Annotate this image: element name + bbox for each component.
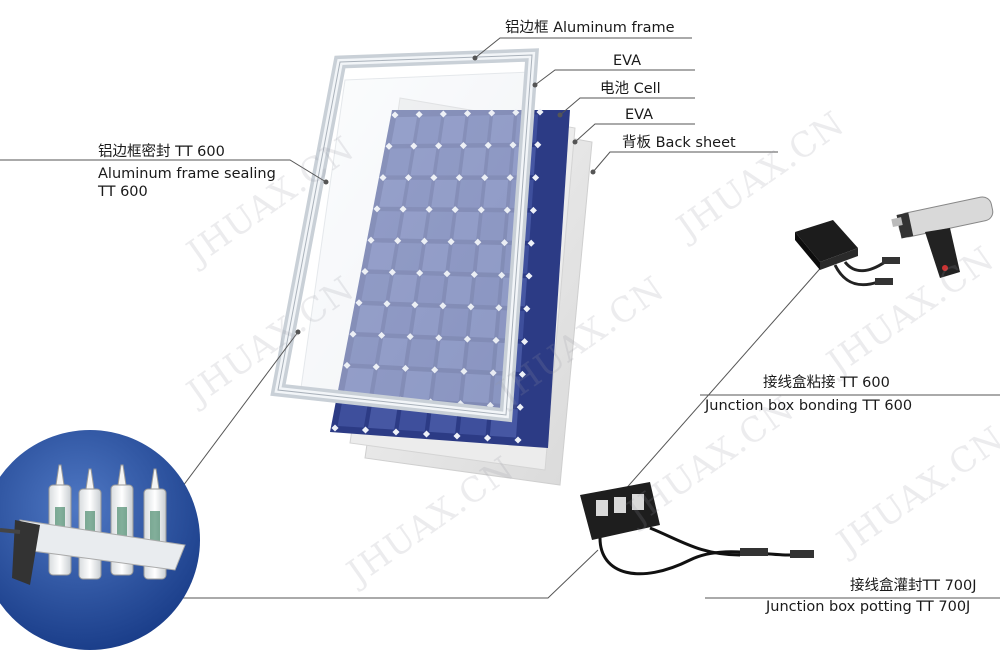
sealant-tube-nozzle: [150, 468, 160, 490]
sealant-tube-label: [150, 511, 160, 551]
label-aluminum-frame: 铝边框 Aluminum frame: [505, 20, 675, 36]
label-jbox-bonding-en: Junction box bonding TT 600: [705, 398, 913, 414]
cell-corner: [392, 428, 400, 436]
cell-corner: [514, 436, 522, 444]
label-jbox-bonding-cn: 接线盒粘接 TT 600: [763, 375, 890, 391]
cell-corner: [453, 432, 461, 440]
solar-cell: [337, 399, 369, 428]
cell-corner: [521, 338, 529, 346]
cell-corner: [331, 424, 339, 432]
junction-box-icon: [795, 220, 900, 287]
label-jbox-potting-cn: 接线盒灌封TT 700J: [850, 578, 977, 594]
label-frame-sealing-product: TT 600: [98, 184, 148, 200]
label-eva-bottom: EVA: [625, 107, 654, 123]
label-jbox-potting-en: Junction box potting TT 700J: [766, 599, 971, 615]
label-back-sheet: 背板 Back sheet: [622, 135, 736, 151]
label-frame-sealing-cn: 铝边框密封 TT 600: [98, 144, 225, 160]
cell-corner: [532, 174, 540, 182]
label-frame-sealing-en: Aluminum frame sealing: [98, 166, 276, 182]
cell-corner: [422, 430, 431, 438]
sealant-tube-nozzle: [117, 464, 127, 486]
sealant-tube-nozzle: [55, 464, 65, 486]
cell-corner: [525, 272, 533, 280]
cell-corner: [518, 370, 526, 378]
cell-corner: [527, 239, 535, 247]
cell-corner: [529, 206, 537, 214]
cell-corner: [516, 403, 524, 411]
label-eva-top: EVA: [613, 53, 642, 69]
aluminum-frame: [270, 48, 540, 423]
sealant-tube-nozzle: [85, 468, 95, 490]
leader-lines: [0, 37, 1000, 599]
caulking-gun-icon: [891, 196, 994, 278]
junction-box-potting-icon: [580, 482, 814, 576]
sealant-circle-icon: [0, 430, 200, 650]
label-cell: 电池 Cell: [600, 81, 661, 97]
cell-corner: [534, 141, 542, 149]
cell-corner: [483, 434, 492, 442]
leader-dots: [295, 55, 596, 335]
cell-corner: [361, 426, 370, 434]
cell-corner: [536, 108, 544, 116]
sealant-tube-label: [117, 507, 127, 547]
cell-corner: [523, 305, 531, 313]
